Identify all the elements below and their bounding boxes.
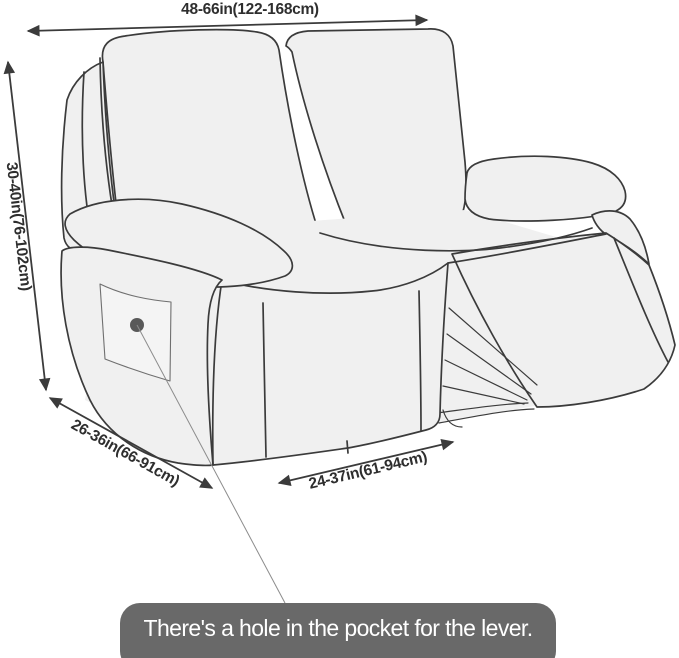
seat-deck-line [319,227,593,252]
recliner-mechanism-lines [436,307,538,428]
callout-bubble: There's a hole in the pocket for the lev… [120,603,556,658]
callout-text: There's a hole in the pocket for the lev… [143,615,534,641]
width-dimension: 48-66in(122-168cm) [26,1,429,37]
height-dimension: 30-40in(76-102cm) [3,60,51,392]
seat-crease [262,302,267,458]
seat-notch [346,440,349,454]
footrest-crease [613,237,669,363]
height-dimension-label: 30-40in(76-102cm) [3,161,35,292]
width-dimension-label: 48-66in(122-168cm) [181,1,319,18]
seat-width-dimension-arrow [277,439,455,486]
back-cushion-right [285,28,467,239]
seat-width-dimension-label: 24-37in(61-94cm) [307,448,429,492]
height-dimension-arrow [3,60,51,392]
depth-dimension-arrow [48,397,214,489]
lever-pocket [99,283,172,382]
footrest-panel [451,232,676,408]
right-armrest-pad [464,155,627,222]
width-dimension-arrow [26,14,429,37]
seat-crease [418,290,422,432]
seat-front [211,262,449,466]
seat-deck-line [447,233,607,264]
